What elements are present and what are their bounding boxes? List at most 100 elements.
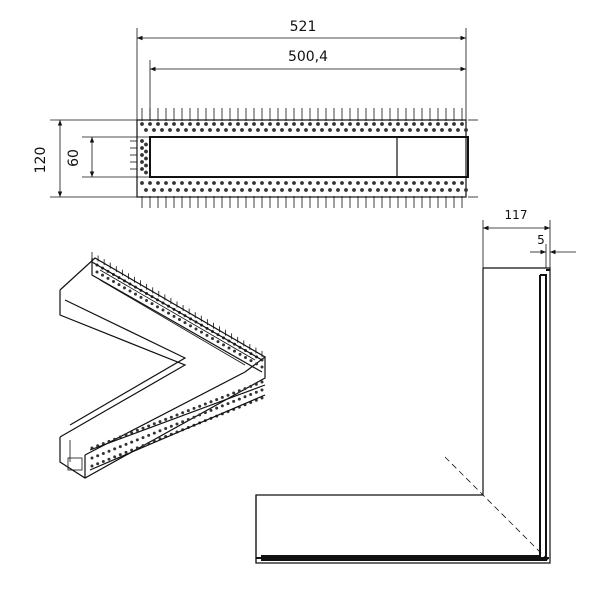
mesh-hole <box>348 122 352 126</box>
mesh-hole <box>167 311 170 315</box>
mesh-hole <box>124 433 128 437</box>
mesh-hole <box>296 128 300 132</box>
mesh-hole <box>141 426 145 430</box>
mesh-hole <box>130 431 134 435</box>
mesh-hole <box>198 404 202 408</box>
mesh-hole <box>300 122 304 126</box>
mesh-hole <box>328 188 332 192</box>
mesh-hole <box>428 181 432 185</box>
mesh-hole <box>113 455 117 459</box>
dimension-overall-height: 120 <box>33 119 137 198</box>
mesh-hole <box>189 324 192 328</box>
mesh-hole <box>90 456 94 460</box>
dimension-label-500-4: 500,4 <box>288 49 328 65</box>
top-view: 521 500,4 120 60 <box>33 19 478 208</box>
mesh-hole <box>336 188 340 192</box>
mesh-hole <box>209 400 213 404</box>
mesh-hole <box>96 454 100 458</box>
mesh-hole <box>340 122 344 126</box>
mesh-hole <box>200 188 204 192</box>
mesh-hole <box>123 286 126 290</box>
mesh-hole <box>180 122 184 126</box>
mesh-hole <box>148 181 152 185</box>
mesh-hole <box>224 128 228 132</box>
mesh-hole <box>106 276 110 280</box>
mesh-hole <box>280 128 284 132</box>
mesh-hole <box>168 188 172 192</box>
mesh-hole <box>135 428 139 432</box>
mesh-hole <box>272 128 276 132</box>
mesh-hole <box>320 128 324 132</box>
mesh-hole <box>248 128 252 132</box>
mesh-hole <box>232 399 236 403</box>
mesh-hole <box>140 122 144 126</box>
mesh-hole <box>376 128 380 132</box>
mesh-hole <box>160 188 164 192</box>
mesh-hole <box>180 181 184 185</box>
mesh-hole <box>324 181 328 185</box>
mesh-hole <box>175 413 179 417</box>
mesh-hole <box>332 122 336 126</box>
mesh-hole <box>152 431 156 435</box>
mesh-hole <box>140 167 144 171</box>
mesh-hole <box>147 424 151 428</box>
mesh-hole <box>416 188 420 192</box>
mesh-hole <box>392 128 396 132</box>
mesh-hole <box>344 188 348 192</box>
mesh-hole <box>300 181 304 185</box>
mesh-hole <box>436 181 440 185</box>
mesh-hole <box>268 181 272 185</box>
mesh-hole <box>228 181 232 185</box>
mesh-hole <box>260 122 264 126</box>
mesh-hole <box>336 128 340 132</box>
mesh-strip-bottom <box>140 181 468 192</box>
mesh-hole <box>178 318 181 321</box>
mesh-hole <box>356 181 360 185</box>
mesh-hole <box>164 122 168 126</box>
mesh-hole <box>292 181 296 185</box>
mesh-hole <box>196 122 200 126</box>
mesh-hole <box>276 181 280 185</box>
mesh-hole <box>364 122 368 126</box>
mesh-hole <box>216 340 220 344</box>
mesh-hole <box>348 181 352 185</box>
mesh-hole <box>408 188 412 192</box>
mesh-hole <box>95 270 99 274</box>
mesh-hole <box>181 420 185 424</box>
mesh-strip-top <box>140 122 468 132</box>
mesh-hole <box>224 188 228 192</box>
mesh-hole <box>184 188 188 192</box>
mesh-hole <box>456 188 460 192</box>
mesh-hole <box>249 359 253 363</box>
mesh-hole <box>139 295 143 299</box>
mesh-hole <box>280 188 284 192</box>
mesh-hole <box>328 128 332 132</box>
mesh-teeth-bottom <box>141 196 463 208</box>
mesh-hole <box>118 453 122 457</box>
mesh-hole <box>264 188 268 192</box>
mesh-hole <box>320 188 324 192</box>
mesh-hole <box>164 427 168 431</box>
mesh-hole <box>160 128 164 132</box>
mesh-hole <box>256 128 260 132</box>
mesh-hole <box>444 122 448 126</box>
mesh-hole <box>140 153 144 157</box>
mesh-hole <box>118 435 122 439</box>
mesh-hole <box>176 128 180 132</box>
mesh-hole <box>448 128 452 132</box>
mesh-hole <box>172 314 176 318</box>
mesh-hole <box>144 188 148 192</box>
mesh-hole <box>272 188 276 192</box>
mesh-hole <box>460 181 464 185</box>
mesh-hole <box>404 181 408 185</box>
mesh-hole <box>128 289 132 293</box>
mesh-hole <box>107 449 111 453</box>
mesh-hole <box>203 402 207 406</box>
mesh-hole <box>200 330 203 334</box>
mesh-hole <box>215 406 219 410</box>
mesh-hole <box>236 181 240 185</box>
mesh-hole <box>215 398 219 402</box>
mesh-hole <box>208 188 212 192</box>
mesh-hole <box>212 122 216 126</box>
